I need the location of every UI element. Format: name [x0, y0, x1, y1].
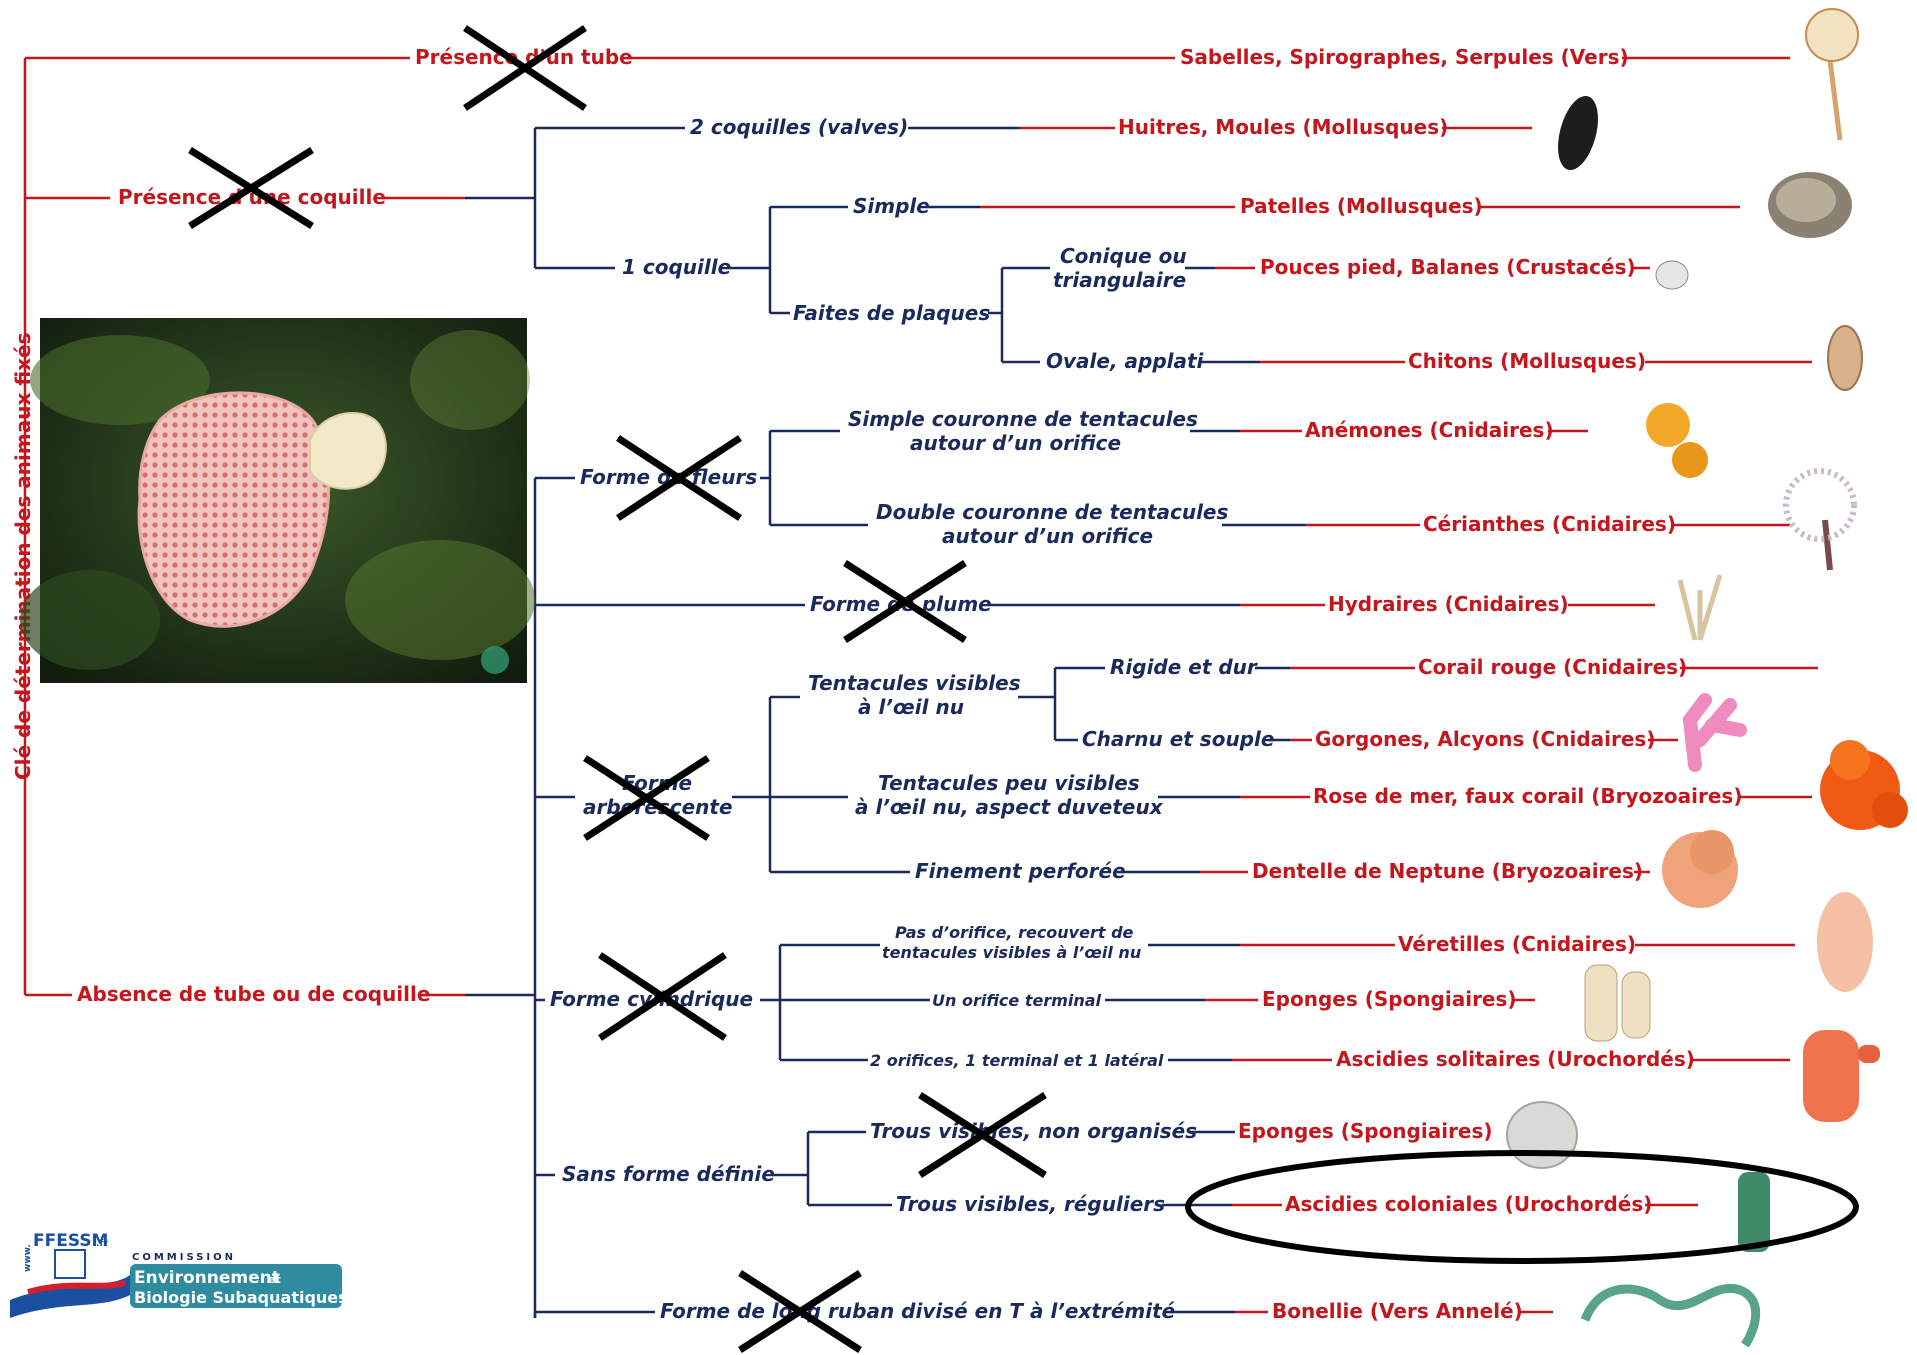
node-simple: Simple [853, 194, 930, 218]
cross-mark-trous-non-organises [918, 1092, 1047, 1178]
result-hydraires: Hydraires (Cnidaires) [1328, 592, 1569, 616]
specimen-photo [20, 318, 535, 683]
logo-et: et [268, 1273, 281, 1286]
result-rose: Rose de mer, faux corail (Bryozoaires) [1313, 784, 1742, 808]
result-eponges-2: Eponges (Spongiaires) [1238, 1119, 1493, 1143]
node-conique-2: triangulaire [1053, 268, 1186, 292]
node-sans-forme: Sans forme définie [562, 1162, 775, 1186]
result-ascidies-solitaires: Ascidies solitaires (Urochordés) [1336, 1047, 1695, 1071]
result-anemones: Anémones (Cnidaires) [1305, 418, 1554, 442]
cross-mark-ruban [738, 1270, 862, 1353]
result-ascidies-coloniales: Ascidies coloniales (Urochordés) [1285, 1192, 1652, 1216]
barnacle-illustration-icon [1655, 260, 1689, 290]
result-chitons: Chitons (Mollusques) [1408, 349, 1646, 373]
result-pouces: Pouces pied, Balanes (Crustacés) [1260, 255, 1636, 279]
chiton-illustration-icon [1827, 325, 1863, 391]
bonellie-illustration-icon [1580, 1283, 1761, 1348]
node-absence: Absence de tube ou de coquille [77, 982, 430, 1006]
node-tentacules-peu-2: à l’œil nu, aspect duveteux [855, 795, 1164, 819]
result-corail: Corail rouge (Cnidaires) [1418, 655, 1687, 679]
cross-mark-plume [843, 560, 967, 643]
node-simple-couronne-1: Simple couronne de tentacules [848, 407, 1198, 431]
ffessm-logo: FFESSM .fr www. COMMISSION Environnement… [10, 1231, 348, 1318]
ascidie-coloniale-illustration-icon [1738, 1172, 1770, 1252]
logo-commission: COMMISSION [132, 1252, 236, 1263]
node-pas-orifice-1: Pas d’orifice, recouvert de [895, 923, 1134, 942]
logo-www: www. [23, 1244, 33, 1272]
result-dentelle: Dentelle de Neptune (Bryozoaires) [1252, 859, 1643, 883]
sabelle-illustration-icon [1805, 8, 1859, 141]
node-pas-orifice-2: tentacules visibles à l’œil nu [882, 943, 1141, 962]
logo-fr: .fr [96, 1239, 108, 1249]
result-patelles: Patelles (Mollusques) [1240, 194, 1483, 218]
result-sabelles: Sabelles, Spirographes, Serpules (Vers) [1180, 45, 1629, 69]
node-tentacules-visibles-1: Tentacules visibles [808, 671, 1021, 695]
node-forme-ruban: Forme de long ruban divisé en T à l’extr… [660, 1299, 1175, 1323]
result-cerianthes: Cérianthes (Cnidaires) [1423, 512, 1676, 536]
node-trous-non-organises: Trous visibles, non organisés [870, 1119, 1197, 1143]
result-veretilles: Véretilles (Cnidaires) [1398, 932, 1636, 956]
gorgone-illustration-icon [1682, 693, 1747, 772]
cross-mark-arborescente [583, 755, 710, 841]
vertical-title: Clé de détermination des animaux fixés [11, 332, 35, 780]
node-simple-couronne-2: autour d’un orifice [910, 431, 1121, 455]
node-trous-reguliers: Trous visibles, réguliers [896, 1192, 1165, 1216]
result-gorgones: Gorgones, Alcyons (Cnidaires) [1315, 727, 1655, 751]
node-un-orifice: Un orifice terminal [932, 991, 1102, 1010]
node-tentacules-visibles-2: à l’œil nu [858, 695, 964, 719]
cross-mark-coquille [188, 147, 314, 229]
node-rigide: Rigide et dur [1110, 655, 1258, 679]
anemone-illustration-icon [1646, 403, 1708, 478]
result-eponges-1: Eponges (Spongiaires) [1262, 987, 1517, 1011]
hydraire-illustration-icon [1677, 574, 1723, 641]
veretille-illustration-icon [1817, 892, 1873, 992]
dentelle-illustration-icon [1662, 830, 1738, 908]
node-ovale: Ovale, applati [1046, 349, 1205, 373]
logo-biologie: Biologie Subaquatiques [134, 1288, 348, 1307]
mussel-illustration-icon [1558, 96, 1598, 170]
node-conique-1: Conique ou [1060, 244, 1187, 268]
logo-ffessm: FFESSM [33, 1231, 108, 1251]
left-spine [23, 56, 410, 997]
result-huitres: Huitres, Moules (Mollusques) [1118, 115, 1448, 139]
node-1-coquille: 1 coquille [622, 255, 731, 279]
highlight-ellipse [1185, 1150, 1859, 1264]
eponge-cylindrique-illustration-icon [1584, 964, 1651, 1042]
node-finement: Finement perforée [915, 859, 1126, 883]
node-deux-orifices: 2 orifices, 1 terminal et 1 latéral [870, 1051, 1164, 1070]
node-tentacules-peu-1: Tentacules peu visibles [878, 771, 1140, 795]
cross-mark-tube [463, 25, 587, 111]
node-charnu: Charnu et souple [1082, 727, 1274, 751]
eponge-illustration-icon [1506, 1101, 1578, 1169]
cross-mark-fleurs [616, 435, 742, 521]
result-bonellie: Bonellie (Vers Annelé) [1272, 1299, 1523, 1323]
ascidie-solitaire-illustration-icon [1803, 1030, 1880, 1122]
node-double-couronne-1: Double couronne de tentacules [876, 500, 1228, 524]
logo-environnement: Environnement [134, 1268, 280, 1288]
cerianthe-illustration-icon [1783, 468, 1857, 571]
cross-mark-cylindrique [598, 952, 727, 1041]
rose-de-mer-illustration-icon [1820, 740, 1908, 830]
node-faites-plaques: Faites de plaques [793, 301, 990, 325]
node-2-coquilles: 2 coquilles (valves) [690, 115, 908, 139]
limpet-illustration-icon [1768, 172, 1852, 238]
node-double-couronne-2: autour d’un orifice [942, 524, 1153, 548]
